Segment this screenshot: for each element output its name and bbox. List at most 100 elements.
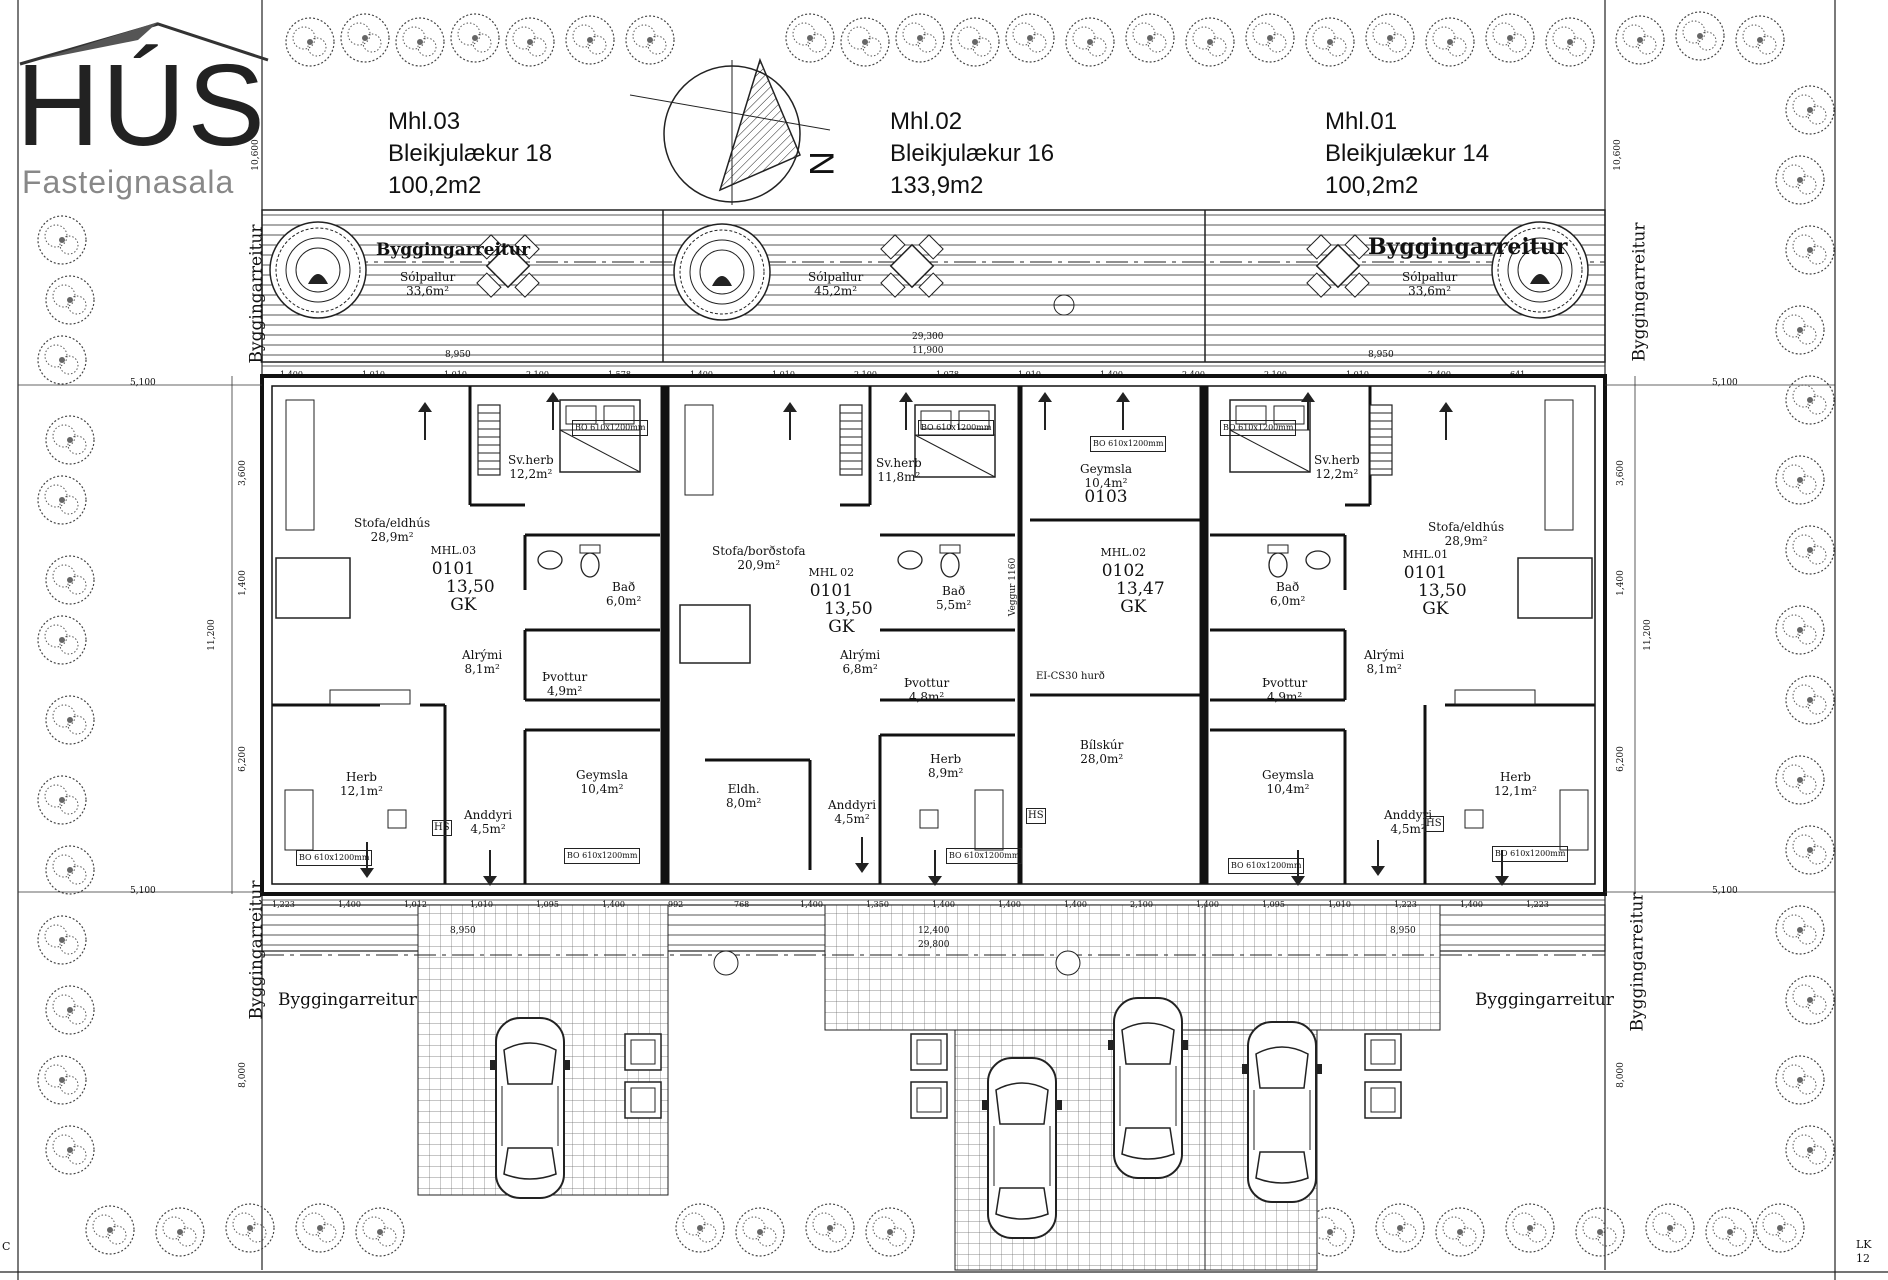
dim-side-left-2: 6,200 [237,746,248,772]
dim-bottom-18: 1,400 [1460,900,1483,909]
building-zone-label-bottom-right: Byggingarreitur [1475,990,1614,1010]
unit-tag-left: MHL.03 0101 13,50 GK [430,544,495,615]
dim-bottom-14: 1,400 [1196,900,1219,909]
dim-depth-left: 11,200 [206,619,217,651]
north-label: N [801,151,840,176]
dim-top-4: 1,578 [608,370,631,379]
dim-setback-bottom-left: 5,100 [130,886,156,896]
dim-bottom-11: 1,400 [998,900,1021,909]
unit-tag-right: MHL.01 0101 13,50 GK [1402,548,1467,619]
dim-side-left-3: 8,000 [237,1062,248,1088]
dim-setback-right: 5,100 [1712,378,1738,388]
room-mid-eldh: Eldh.8,0m² [726,782,762,810]
corner-label-right-sub: 12 [1856,1252,1870,1265]
dim-top-13: 1,010 [1346,370,1369,379]
dim-depth-right: 11,200 [1642,619,1653,651]
dim-side-right-2: 6,200 [1615,746,1626,772]
wall-label: Veggur 1160 [1008,557,1019,617]
roof-logo-icon [19,22,269,66]
unit-header-mhl02: Mhl.02 Bleikjulækur 16 133,9m2 [890,106,1054,202]
dimension-lines [18,365,1835,901]
building-zone-label-top-right: Byggingarreitur [1368,234,1568,260]
trees-left-column [37,215,275,1257]
hs-label: HS [1026,808,1046,824]
window-tag: BO 610x1200mm [572,420,649,436]
building-outline [260,374,1607,896]
logo-subtitle: Fasteignasala [22,164,235,200]
hus-logo [18,20,278,210]
dim-top-6: 1,010 [772,370,795,379]
unit-header-mhl01: Mhl.01 Bleikjulækur 14 100,2m2 [1325,106,1489,202]
unit-mhl: Mhl.03 [388,108,461,135]
window-tag: BO 610x1200mm [918,420,995,436]
dim-bottom-19: 1,223 [1526,900,1549,909]
window-tag: BO 610x1200mm [1492,846,1569,862]
dim-top-0: 1,400 [280,370,303,379]
dim-bottom-8: 1,400 [800,900,823,909]
dim-bottom-1: 1,400 [338,900,361,909]
dim-right-seg: 8,950 [1368,350,1394,360]
dim-top-side: 10,600 [1612,139,1623,171]
dim-bottom-12: 1,400 [1064,900,1087,909]
hs-label: HS [432,820,452,836]
dim-top-7: 2,100 [854,370,877,379]
dim-setback-left: 5,100 [130,378,156,388]
hs-label: HS [1424,816,1444,832]
dim-bottom-6: 992 [668,900,684,909]
dim-bottom-0: 1,223 [272,900,295,909]
middle-unit-walls [705,386,1200,884]
dim-top-10: 1,400 [1100,370,1123,379]
dim-top-8: 1,078 [936,370,959,379]
dim-bottom-total: 29,800 [918,940,950,950]
left-unit-walls [272,386,660,884]
dim-top-15: 641 [1510,370,1526,379]
north-arrow [629,57,831,205]
dim-side-right-1: 1,400 [1615,570,1626,596]
dim-bottom-13: 2,100 [1130,900,1153,909]
unit-address: Bleikjulækur 18 [388,140,553,167]
dim-top-11: 2,400 [1182,370,1205,379]
window-tag: BO 610x1200mm [296,850,373,866]
dim-bottom-3: 1,010 [470,900,493,909]
building-zone-label-left-bottom: Byggingarreitur [246,880,267,1020]
dim-top-14: 2,400 [1428,370,1451,379]
dim-top-5: 1,400 [690,370,713,379]
dim-bottom-5: 1,400 [602,900,625,909]
dim-side-left-0: 3,600 [237,460,248,486]
dim-side-right-0: 3,600 [1615,460,1626,486]
unit-address: Bleikjulækur 14 [1325,140,1490,167]
building-zone-label-right-bottom: Byggingarreitur [1627,892,1648,1032]
unit-tag-middle: MHL 02 0101 13,50 GK [808,566,873,637]
building-zone-label-left-top: Byggingarreitur [246,224,267,364]
unit-header-mhl03: Mhl.03 Bleikjulækur 18 100,2m2 [388,106,552,202]
dim-bottom-inner: 12,400 [918,926,950,936]
dim-bottom-left-seg: 8,950 [450,926,476,936]
unit-area: 133,9m2 [890,172,984,199]
dim-bottom-10: 1,400 [932,900,955,909]
dim-bottom-17: 1,223 [1394,900,1417,909]
unit-mhl: Mhl.01 [1325,108,1398,135]
corner-label-left: C [2,1240,11,1253]
dim-top-3: 2,100 [526,370,549,379]
dim-top-1: 1,010 [362,370,385,379]
window-tag: BO 610x1200mm [1220,420,1297,436]
